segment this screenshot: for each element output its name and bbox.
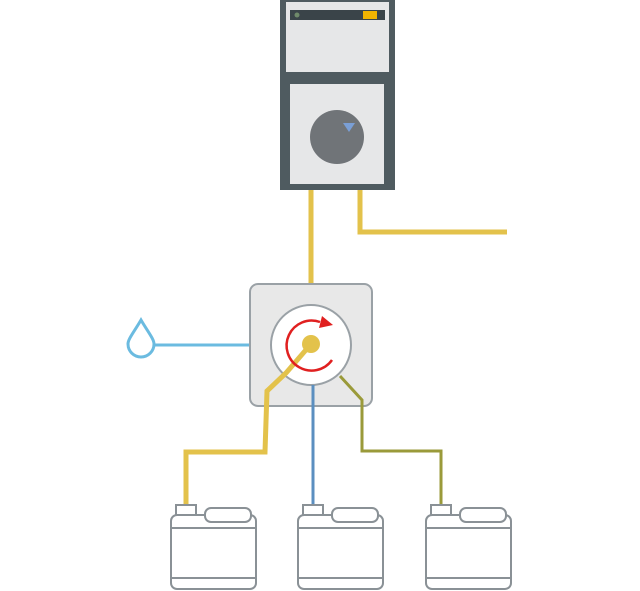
rotate-clockwise-icon [285,316,334,372]
canister-handle [331,507,379,523]
valve-hub [302,335,320,353]
canister-cap [175,504,197,516]
canister-handle [204,507,252,523]
canister-cap [430,504,452,516]
canister-handle [459,507,507,523]
instrument-dial[interactable] [310,110,364,164]
olive-line [338,374,443,505]
yellow-line [183,342,313,505]
container-1[interactable] [170,504,257,590]
instrument-display [290,10,385,20]
water-drop-icon [126,317,156,359]
instrument-unit [280,0,395,190]
status-led-icon [294,12,300,18]
canister-cap [302,504,324,516]
outlet-line [357,190,507,235]
container-3[interactable] [425,504,512,590]
distribution-lines [183,335,443,505]
level-indicator-icon [363,11,377,19]
container-2[interactable] [297,504,384,590]
triangle-down-icon [343,123,355,132]
